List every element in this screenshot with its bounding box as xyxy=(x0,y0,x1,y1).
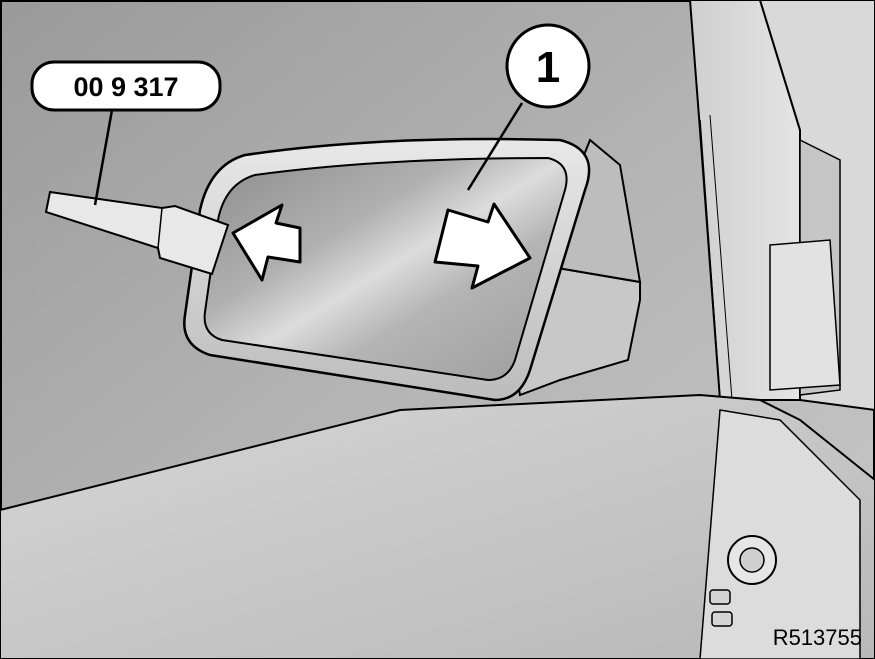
door-trim-front xyxy=(699,409,861,659)
arrow-left-icon xyxy=(231,203,302,282)
callout-1: 1 xyxy=(505,23,591,109)
arrow-right-icon xyxy=(433,202,532,290)
window-seal-line xyxy=(699,119,721,401)
callout-1-text: 1 xyxy=(536,43,560,92)
tool-number-text: 00 9 317 xyxy=(73,72,178,102)
figure-code: R513755 xyxy=(773,625,862,650)
mirror-glass xyxy=(203,156,568,382)
door-panel xyxy=(0,393,875,659)
tool-leader-line xyxy=(93,109,114,206)
callout-1-leader xyxy=(466,102,524,191)
mirror-adjust-switch xyxy=(709,535,777,627)
tweeter-cover xyxy=(769,239,841,391)
tool-number-label: 00 9 317 xyxy=(30,60,222,112)
removal-tool xyxy=(44,190,230,276)
window-seal-line-2 xyxy=(709,114,733,401)
